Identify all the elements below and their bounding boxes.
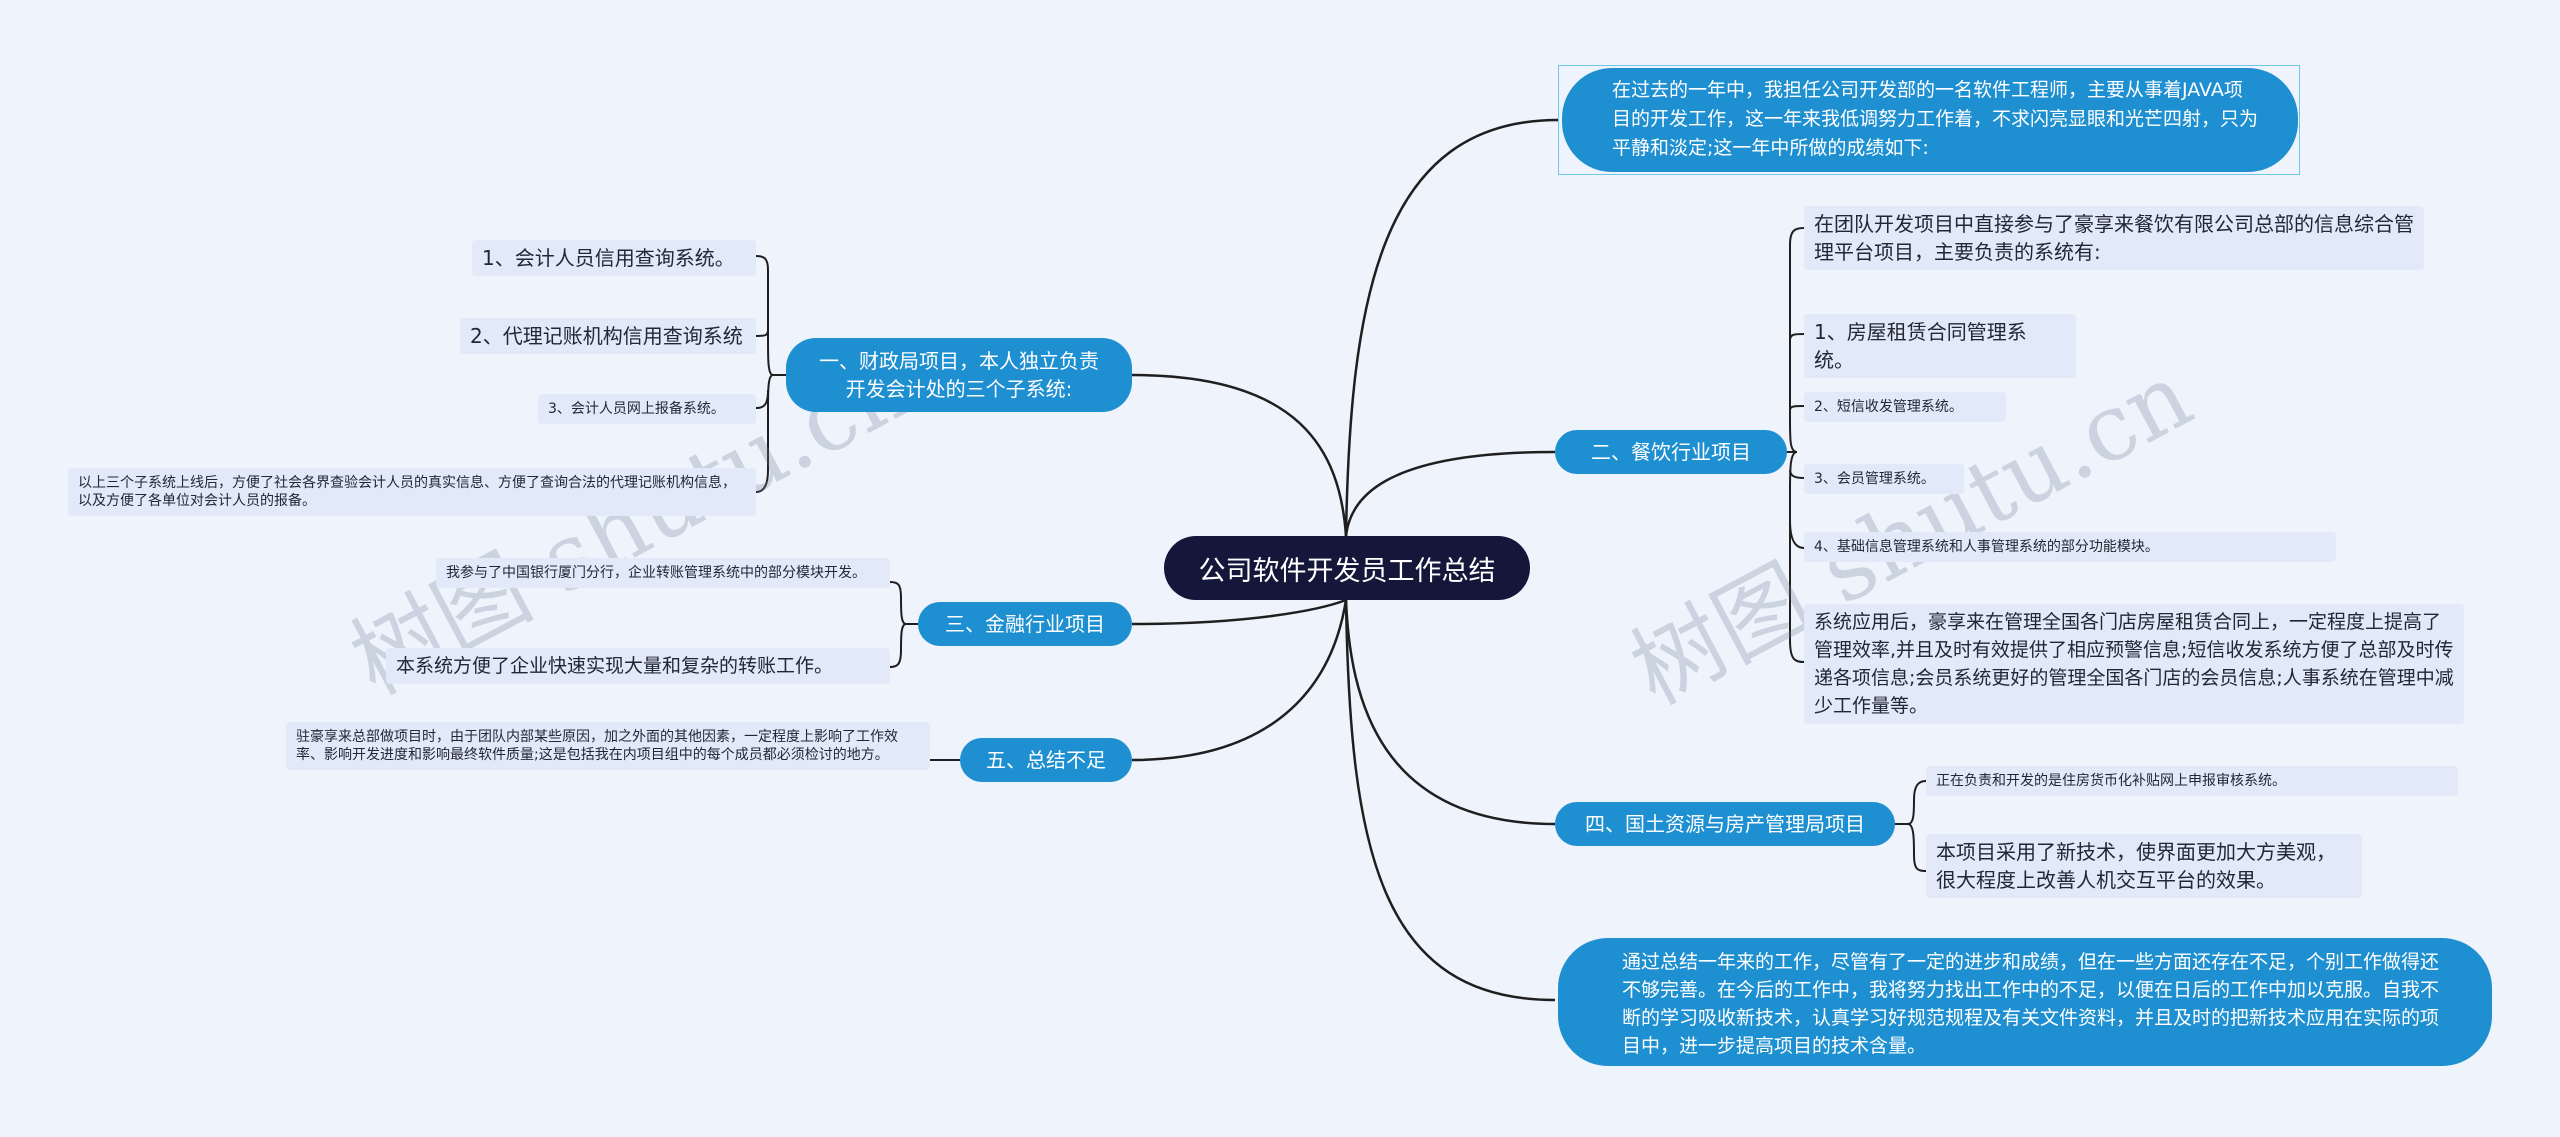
land-item-1[interactable]: 正在负责和开发的是住房货币化补贴网上申报审核系统。	[1926, 766, 2458, 796]
catering-result-leaf[interactable]: 系统应用后，豪享来在管理全国各门店房屋租赁合同上，一定程度上提高了管理效率,并且…	[1804, 604, 2464, 724]
finance-item-2[interactable]: 2、代理记账机构信用查询系统	[460, 318, 756, 354]
intro-topic[interactable]: 在过去的一年中，我担任公司开发部的一名软件工程师，主要从事着JAVA项目的开发工…	[1562, 68, 2298, 172]
catering-item-1[interactable]: 1、房屋租赁合同管理系统。	[1804, 314, 2076, 378]
catering-item-2[interactable]: 2、短信收发管理系统。	[1804, 392, 2006, 422]
land-item-2[interactable]: 本项目采用了新技术，使界面更加大方美观，很大程度上改善人机交互平台的效果。	[1926, 834, 2362, 898]
branch-catering[interactable]: 二、餐饮行业项目	[1555, 430, 1787, 474]
catering-item-4[interactable]: 4、基础信息管理系统和人事管理系统的部分功能模块。	[1804, 532, 2336, 562]
branch-finance-bureau[interactable]: 一、财政局项目，本人独立负责开发会计处的三个子系统:	[786, 338, 1132, 412]
finance-item-1[interactable]: 1、会计人员信用查询系统。	[472, 240, 756, 276]
finance-summary-leaf[interactable]: 以上三个子系统上线后，方便了社会各界查验会计人员的真实信息、方便了查询合法的代理…	[68, 468, 756, 516]
branch-banking[interactable]: 三、金融行业项目	[918, 602, 1132, 646]
branch-land[interactable]: 四、国土资源与房产管理局项目	[1555, 802, 1895, 846]
conclusion-topic[interactable]: 通过总结一年来的工作，尽管有了一定的进步和成绩，但在一些方面还存在不足，个别工作…	[1558, 938, 2492, 1066]
shortcomings-item-1[interactable]: 驻豪享来总部做项目时，由于团队内部某些原因，加之外面的其他因素，一定程度上影响了…	[286, 722, 930, 770]
branch-shortcomings[interactable]: 五、总结不足	[960, 738, 1132, 782]
banking-item-1[interactable]: 我参与了中国银行厦门分行，企业转账管理系统中的部分模块开发。	[436, 558, 890, 588]
banking-item-2[interactable]: 本系统方便了企业快速实现大量和复杂的转账工作。	[386, 648, 890, 684]
root-topic[interactable]: 公司软件开发员工作总结	[1164, 536, 1530, 600]
intro-frame	[1558, 65, 2300, 175]
finance-item-3[interactable]: 3、会计人员网上报备系统。	[538, 394, 756, 424]
catering-item-3[interactable]: 3、会员管理系统。	[1804, 464, 1964, 494]
catering-intro-leaf[interactable]: 在团队开发项目中直接参与了豪享来餐饮有限公司总部的信息综合管理平台项目，主要负责…	[1804, 206, 2424, 270]
